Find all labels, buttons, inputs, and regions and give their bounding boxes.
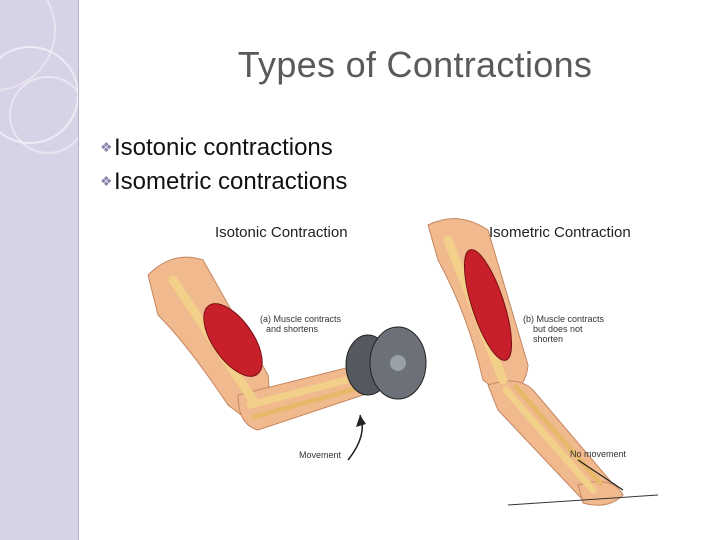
bullet-text: Isotonic contractions [114,134,333,161]
isotonic-movement-label: Movement [299,450,342,460]
isometric-caption: (b) Muscle contracts but does not shorte… [523,314,604,344]
bullet-icon: ❖ [100,139,113,155]
bullet-icon: ❖ [100,173,113,189]
isometric-arm-illustration [427,218,659,506]
isometric-figure-title: Isometric Contraction [489,224,631,241]
isotonic-arm-illustration [147,256,427,461]
isotonic-caption-line: and shortens [266,324,319,334]
isotonic-caption: (a) Muscle contracts and shortens [260,314,341,334]
isotonic-figure-title: Isotonic Contraction [215,224,348,241]
bullet-text: Isometric contractions [114,168,348,195]
bullet-item: ❖Isotonic contractions [100,130,347,164]
bullet-list: ❖Isotonic contractions ❖Isometric contra… [100,130,347,198]
slide-title: Types of Contractions [237,44,593,85]
sidebar-decoration [0,0,79,540]
isometric-caption-line: but does not [533,324,583,334]
decorative-circles [0,0,78,154]
bullet-item: ❖Isometric contractions [100,164,347,198]
isometric-caption-line: (b) Muscle contracts [523,314,605,324]
isotonic-caption-line: (a) Muscle contracts [260,314,342,324]
muscle-contraction-illustration [147,218,659,506]
isometric-caption-line: shorten [533,334,564,344]
isometric-movement-label: No movement [570,449,627,459]
